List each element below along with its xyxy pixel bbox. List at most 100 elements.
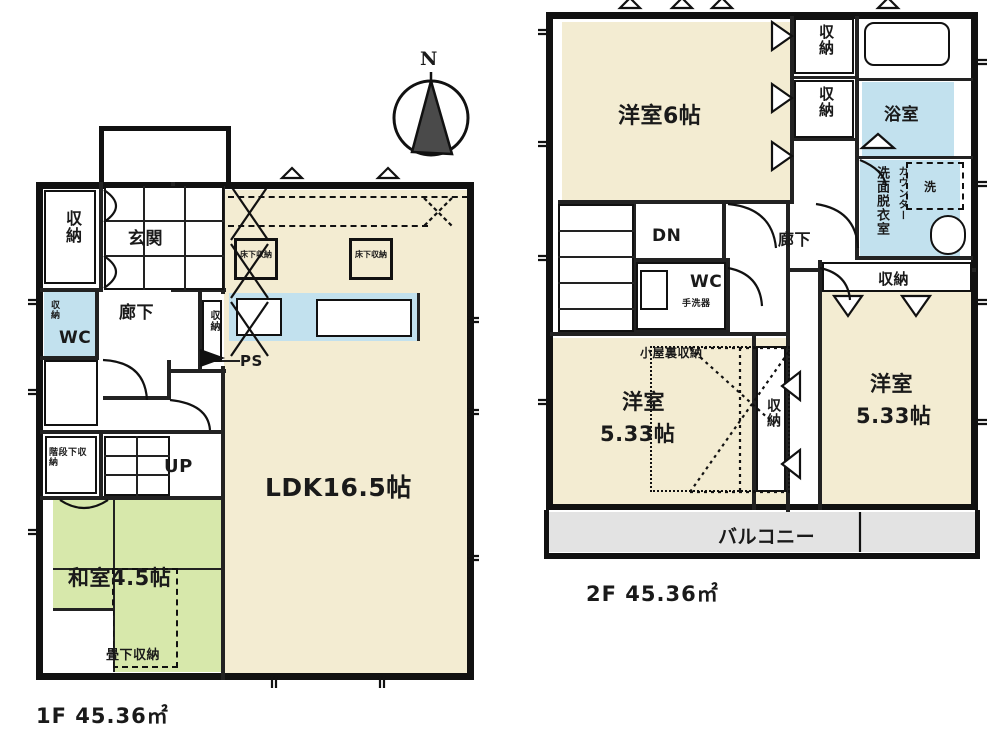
label-up: UP bbox=[164, 456, 193, 477]
closet-arrow-2f-e bbox=[902, 296, 930, 316]
stair2-tread-2 bbox=[558, 256, 634, 258]
wall-1f-i13 bbox=[171, 369, 226, 373]
window-2f-left-c bbox=[538, 256, 550, 260]
wall-1f-i11 bbox=[171, 288, 226, 292]
wall-1f-i17 bbox=[167, 360, 171, 400]
wall-2f-i6 bbox=[855, 78, 973, 81]
ps-arrow bbox=[200, 350, 222, 366]
door-2f-washroom bbox=[860, 160, 886, 186]
stair2-tread-3 bbox=[558, 282, 634, 284]
wall-balcony-right bbox=[975, 510, 980, 559]
wall-2f-i7 bbox=[855, 156, 973, 159]
window-2f-top-b bbox=[672, 0, 692, 8]
wall-2f-i15 bbox=[636, 330, 726, 334]
door-2f-bedroom-right bbox=[820, 268, 850, 300]
wall-2f-i4 bbox=[790, 76, 858, 79]
window-1f-bottom-a bbox=[272, 676, 276, 688]
cabinet-note-1: 床下収納 bbox=[234, 238, 278, 280]
wall-2f-i19 bbox=[752, 332, 756, 510]
label-washitsu: 和室4.5帖 bbox=[68, 566, 172, 590]
window-1f-right-b bbox=[467, 410, 479, 414]
cabinet-note-2-label: 床下収納 bbox=[355, 250, 387, 259]
label-ldk: LDK16.5帖 bbox=[265, 473, 412, 502]
kitchen-counter-edge bbox=[417, 293, 420, 341]
window-1f-left-a bbox=[28, 300, 40, 304]
room-yoshitsu-left bbox=[552, 338, 788, 508]
storage-entry-box bbox=[44, 190, 96, 284]
genkan-grid-h1 bbox=[104, 220, 224, 222]
stair2-tread-4 bbox=[558, 308, 634, 310]
wall-1f-top bbox=[36, 182, 474, 189]
label-yoshitsu6: 洋室6帖 bbox=[618, 104, 702, 129]
stair2-tread-1 bbox=[558, 230, 634, 232]
porch-hatch-a bbox=[231, 186, 268, 240]
wall-1f-i12 bbox=[198, 296, 202, 372]
floor-2-plan: 洋室6帖 洋室 5.33帖 洋室 5.33帖 浴室 洗面脱衣室 廊下 WC 手洗… bbox=[500, 0, 1000, 739]
cabinet-note-2: 床下収納 bbox=[349, 238, 393, 280]
wall-2f-i1 bbox=[790, 16, 794, 202]
wall-1f-i4 bbox=[40, 356, 99, 360]
genkan-grid-v1 bbox=[143, 186, 145, 290]
label-storage-wc: 収納 bbox=[49, 300, 59, 320]
closet-arrow-2f-d bbox=[834, 296, 862, 316]
door-genkan-b bbox=[104, 256, 116, 288]
floor2-area-label: 2F 45.36㎡ bbox=[586, 582, 719, 606]
window-2f-left-d bbox=[538, 400, 550, 404]
window-1f-left-b bbox=[28, 390, 40, 394]
window-1f-right-a bbox=[467, 318, 479, 322]
label-storage-2f-b: 収納 bbox=[817, 86, 835, 118]
wall-1f-left bbox=[36, 182, 43, 680]
wall-2f-i16 bbox=[726, 258, 730, 334]
window-1f-top-b bbox=[378, 168, 398, 178]
label-koyaura: 小屋裏収納 bbox=[640, 346, 703, 360]
compass-north-label: N bbox=[420, 48, 438, 70]
wall-1f-bottom bbox=[36, 673, 474, 680]
wall-2f-i18 bbox=[790, 268, 822, 272]
door-2f-hall-a bbox=[728, 204, 776, 248]
label-yoshitsu-right: 洋室 bbox=[870, 372, 913, 396]
label-genkan: 玄関 bbox=[128, 229, 163, 249]
wall-2f-i13 bbox=[636, 258, 726, 262]
wall-1f-i8 bbox=[221, 430, 225, 680]
wall-entry-notch-top bbox=[99, 126, 231, 131]
wall-2f-i8 bbox=[855, 256, 973, 260]
wall-1f-i6 bbox=[99, 430, 103, 500]
label-balcony: バルコニー bbox=[718, 526, 816, 548]
window-2f-top-a bbox=[620, 0, 640, 8]
wall-1f-i2 bbox=[40, 288, 103, 292]
door-hall-wc bbox=[103, 360, 147, 400]
window-1f-top-a bbox=[282, 168, 302, 178]
wall-2f-i11 bbox=[550, 332, 790, 336]
wall-2f-i5 bbox=[790, 138, 858, 141]
label-rouka-1f: 廊下 bbox=[119, 303, 154, 323]
wall-2f-bottom bbox=[546, 504, 978, 510]
window-1f-left-c bbox=[28, 530, 40, 534]
room-ldk bbox=[224, 190, 470, 680]
closet-arrow-2f-b bbox=[772, 84, 792, 112]
label-wc-2f: WC bbox=[690, 272, 723, 292]
closet-arrow-2f-c bbox=[772, 142, 792, 170]
ldk-corner-detail bbox=[424, 198, 452, 226]
storage-undertatami-box bbox=[112, 568, 178, 668]
stair-tread-3 bbox=[136, 436, 138, 496]
label-storage-undertatami: 畳下収納 bbox=[106, 648, 161, 663]
storage-understairs-box bbox=[45, 436, 97, 494]
washitsu-closet-line bbox=[53, 608, 113, 611]
washroom-counter bbox=[906, 162, 964, 210]
attic-line-b bbox=[690, 348, 770, 420]
compass-rose-icon bbox=[392, 72, 470, 157]
window-2f-left-a bbox=[538, 30, 550, 34]
wall-entry-notch-right bbox=[226, 126, 231, 184]
closet-arrow-2f-a bbox=[772, 22, 792, 50]
wall-1f-i7 bbox=[40, 496, 225, 500]
wall-2f-top bbox=[546, 12, 978, 19]
window-2f-top-c bbox=[712, 0, 732, 8]
label-storage-entry: 収納 bbox=[63, 210, 82, 244]
wall-2f-right bbox=[971, 12, 978, 510]
label-yokushitsu: 浴室 bbox=[884, 105, 919, 125]
window-2f-top-d bbox=[878, 0, 898, 8]
ldk-ceiling-dash-1 bbox=[228, 225, 428, 227]
label-storage-2f-a: 収納 bbox=[817, 24, 835, 56]
wall-1f-i15 bbox=[221, 366, 225, 432]
room-balcony bbox=[546, 512, 978, 552]
